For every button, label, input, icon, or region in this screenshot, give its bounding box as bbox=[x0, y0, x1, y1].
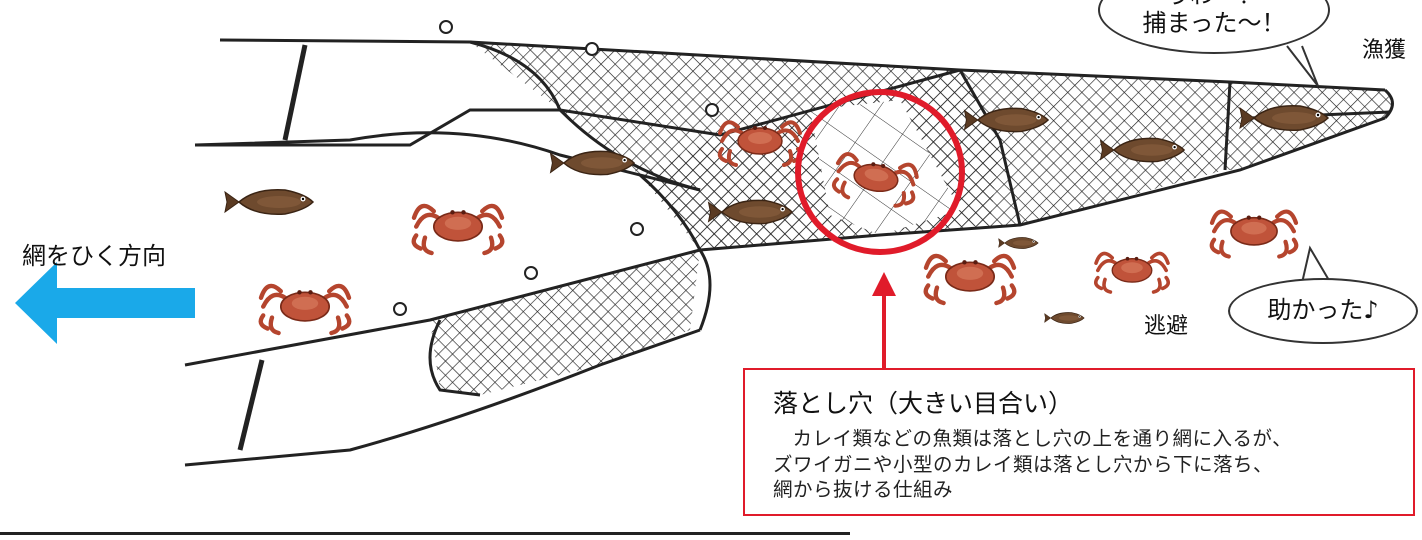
net-frame-bars bbox=[237, 44, 308, 451]
catch-label: 漁獲 bbox=[1362, 38, 1407, 63]
speech-bubble-saved-text: 助かった♪ bbox=[1267, 296, 1379, 325]
info-box-body: カレイ類などの魚類は落とし穴の上を通り網に入るが、 ズワイガニや小型のカレイ類は… bbox=[773, 426, 1395, 503]
escape-label: 逃避 bbox=[1144, 314, 1189, 339]
page-divider bbox=[0, 532, 850, 535]
info-box-title: 落とし穴（大きい目合い） bbox=[773, 389, 1074, 418]
speech-bubble-caught-line1: うわ〜！ bbox=[1166, 0, 1262, 10]
highlight-pointer-arrowhead bbox=[872, 272, 896, 296]
info-box-line-3: 網から抜ける仕組み bbox=[773, 478, 954, 502]
bubble-tail-saved bbox=[1301, 245, 1331, 284]
info-box-line-1: カレイ類などの魚類は落とし穴の上を通り網に入るが、 bbox=[792, 427, 1293, 450]
net-float-icon bbox=[393, 20, 719, 316]
direction-label: 網をひく方向 bbox=[22, 242, 166, 270]
trapdoor-highlight-circle bbox=[795, 89, 965, 255]
speech-bubble-caught-line2: 捕まった〜！ bbox=[1142, 9, 1286, 37]
speech-bubble-saved: 助かった♪ bbox=[1228, 278, 1418, 344]
info-box-line-2: ズワイガニや小型のカレイ類は落とし穴から下に落ち、 bbox=[773, 452, 1274, 476]
net-outline bbox=[184, 38, 1394, 467]
trapdoor-info-box: 落とし穴（大きい目合い） カレイ類などの魚類は落とし穴の上を通り網に入るが、 ズ… bbox=[743, 368, 1415, 516]
bubble-tail-caught bbox=[1286, 45, 1319, 87]
direction-arrow-icon bbox=[15, 262, 195, 344]
